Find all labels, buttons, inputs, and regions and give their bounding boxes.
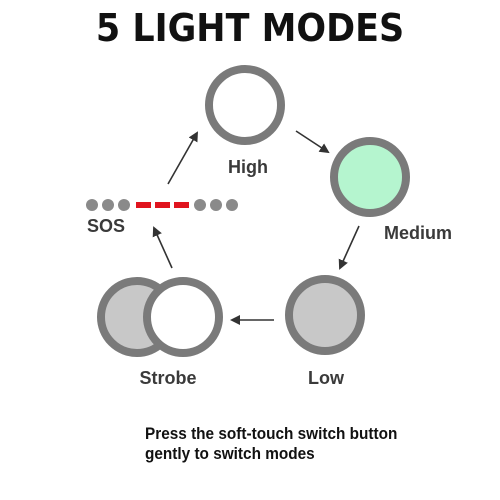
sos-dash — [136, 202, 151, 208]
strobe-front-circle — [143, 277, 223, 357]
sos-dot — [194, 199, 206, 211]
high-mode-label: High — [228, 157, 268, 177]
arrow-strobe-to-sos — [152, 226, 173, 269]
sos-dot — [210, 199, 222, 211]
low-mode-label: Low — [308, 368, 345, 388]
page-title: 5 LIGHT MODES — [95, 6, 405, 50]
sos-dot — [226, 199, 238, 211]
caption-line-2: gently to switch modes — [145, 445, 315, 463]
arrow-high-to-medium — [295, 130, 330, 154]
medium-mode-label: Medium — [384, 223, 452, 243]
sos-dot — [86, 199, 98, 211]
strobe-mode-label: Strobe — [139, 368, 196, 388]
arrow-sos-to-high — [167, 131, 198, 185]
sos-dot — [118, 199, 130, 211]
arrow-medium-to-low — [338, 225, 360, 270]
sos-dash — [155, 202, 170, 208]
instruction-caption: Press the soft-touch switch button gentl… — [145, 424, 461, 464]
sos-mode-label: SOS — [87, 216, 125, 236]
sos-pattern — [86, 199, 238, 211]
medium-mode-circle — [330, 137, 410, 217]
low-mode-circle — [285, 275, 365, 355]
sos-dash — [174, 202, 189, 208]
high-mode-circle — [205, 65, 285, 145]
caption-line-1: Press the soft-touch switch button — [145, 425, 398, 443]
sos-dot — [102, 199, 114, 211]
